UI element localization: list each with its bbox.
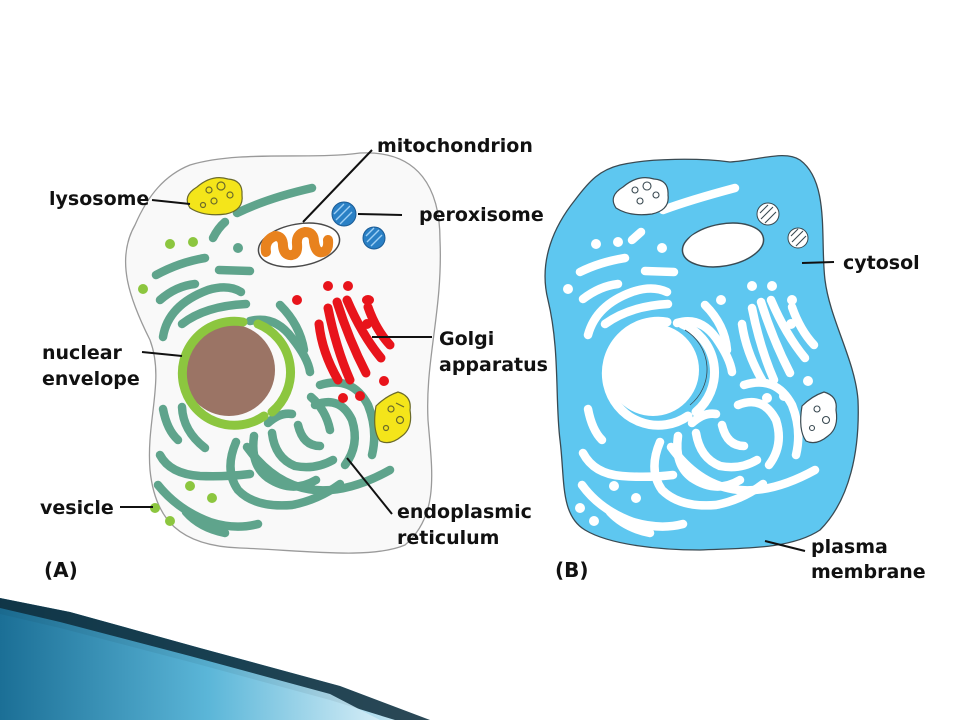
golgi-vesicle xyxy=(338,393,348,403)
label-cytosol: cytosol xyxy=(843,252,920,274)
golgi-vesicle xyxy=(379,376,389,386)
panel-label-a: (A) xyxy=(44,558,78,582)
golgi-vesicle xyxy=(343,281,353,291)
vesicle-dot xyxy=(207,493,217,503)
swoosh-highlight xyxy=(0,608,380,720)
er-dot xyxy=(233,243,243,253)
er-b xyxy=(575,183,820,538)
golgi-vesicle xyxy=(292,295,302,305)
panel-label-b: (B) xyxy=(555,558,589,582)
peroxisome-b xyxy=(756,202,809,249)
vesicle-dot xyxy=(188,237,198,247)
label-er-line2: reticulum xyxy=(397,527,499,549)
er-a xyxy=(151,183,395,538)
green-dots-a xyxy=(138,237,217,526)
nucleus-b xyxy=(601,316,719,430)
golgi-vesicle xyxy=(362,319,372,329)
lysosome-a xyxy=(186,177,412,444)
peroxisome-a xyxy=(331,201,386,250)
nuclear-envelope xyxy=(253,319,295,417)
vesicle-dot xyxy=(165,239,175,249)
slide-decoration xyxy=(0,598,430,720)
label-peroxisome: peroxisome xyxy=(419,204,544,226)
white-dots-b xyxy=(563,237,813,526)
label-vesicle: vesicle xyxy=(40,497,114,519)
label-plasma-line2: membrane xyxy=(811,561,926,583)
golgi-vesicle xyxy=(355,391,365,401)
golgi-vesicle xyxy=(323,281,333,291)
nucleus-a xyxy=(177,316,295,430)
label-nuclear-line2: envelope xyxy=(42,368,140,390)
vesicle-dot xyxy=(185,481,195,491)
er-dot xyxy=(233,286,241,294)
label-er-line1: endoplasmic xyxy=(397,501,532,523)
cell-b xyxy=(544,154,859,551)
label-plasma-line1: plasma xyxy=(811,536,888,558)
golgi-apparatus-a xyxy=(314,295,395,385)
vesicle-dot xyxy=(165,516,175,526)
label-nuclear-line1: nuclear xyxy=(42,342,123,364)
leader-lines xyxy=(120,149,835,552)
lysosome-b xyxy=(612,177,838,444)
mitochondrion-b xyxy=(681,222,765,268)
labels: mitochondrion lysosome peroxisome Golgi … xyxy=(40,135,926,583)
label-golgi-line2: apparatus xyxy=(439,354,548,376)
golgi-vesicle xyxy=(362,295,374,305)
vesicle-dot xyxy=(138,284,148,294)
label-mitochondrion: mitochondrion xyxy=(377,135,533,157)
label-golgi-line1: Golgi xyxy=(439,328,494,350)
label-lysosome: lysosome xyxy=(49,188,149,210)
nucleus xyxy=(183,324,275,416)
vesicle-dot xyxy=(150,503,160,513)
swoosh-shadow xyxy=(0,598,430,720)
mitochondrion-a xyxy=(257,222,341,268)
cell-a xyxy=(124,152,441,554)
